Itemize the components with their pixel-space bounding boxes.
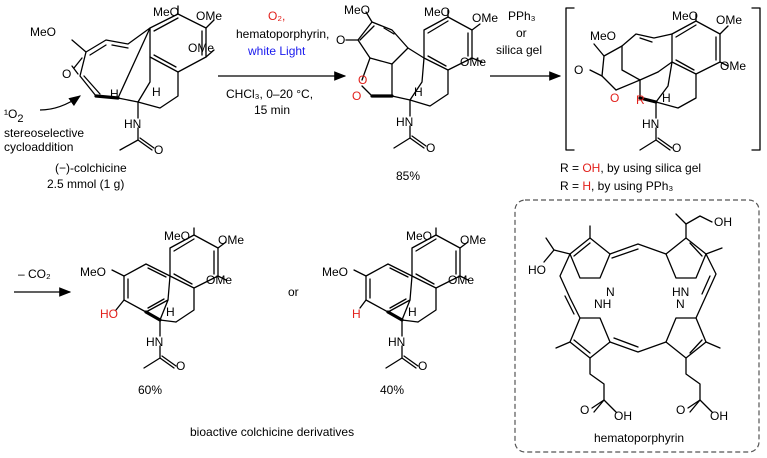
label: OMe bbox=[448, 273, 474, 287]
label: O bbox=[62, 67, 71, 81]
label: H bbox=[414, 85, 423, 99]
label: O bbox=[176, 359, 185, 373]
label: HN bbox=[124, 117, 141, 131]
reagent-o2: O₂, bbox=[268, 9, 285, 23]
label: MeO bbox=[80, 265, 106, 279]
product-h-structure bbox=[353, 227, 469, 369]
label: O bbox=[580, 403, 589, 417]
label: OH bbox=[714, 215, 732, 229]
label: MeO bbox=[590, 29, 616, 43]
label: OMe bbox=[460, 55, 486, 69]
label: O bbox=[574, 63, 583, 77]
bracket-left bbox=[565, 7, 575, 151]
condition-2: 15 min bbox=[254, 103, 290, 117]
label: O bbox=[336, 33, 345, 47]
label: OMe bbox=[720, 59, 746, 73]
reagent-light: white Light bbox=[247, 44, 306, 58]
label: H bbox=[662, 91, 671, 105]
label: MeO bbox=[322, 265, 348, 279]
label: OMe bbox=[460, 233, 486, 247]
label: O bbox=[426, 141, 435, 155]
bracket-right bbox=[751, 7, 761, 151]
label: H bbox=[166, 305, 175, 319]
colchicine-amount: 2.5 mmol (1 g) bbox=[47, 177, 124, 191]
label: HN bbox=[642, 117, 659, 131]
hematoporphyrin-name: hematoporphyrin bbox=[594, 431, 684, 445]
label: OMe bbox=[188, 41, 214, 55]
reagent-pph3: PPh₃ bbox=[508, 9, 536, 23]
note-line-2: cycloaddition bbox=[4, 140, 73, 154]
label: O bbox=[154, 143, 163, 157]
label: O bbox=[676, 403, 685, 417]
label: OH bbox=[710, 409, 728, 423]
label: MeO bbox=[344, 3, 370, 17]
or-text: or bbox=[288, 285, 299, 299]
label: O bbox=[672, 141, 681, 155]
hydrogen-label: H bbox=[352, 307, 361, 321]
note-line-1: stereoselective bbox=[4, 126, 84, 140]
label: MeO bbox=[672, 9, 698, 23]
product-oh-yield: 60% bbox=[138, 383, 162, 397]
product-h-yield: 40% bbox=[380, 383, 404, 397]
label: OMe bbox=[472, 11, 498, 25]
hematoporphyrin-box bbox=[514, 199, 760, 453]
lactone-o: O bbox=[610, 91, 619, 105]
label: HN bbox=[396, 115, 413, 129]
reagent-hematoporphyrin: hematoporphyrin, bbox=[236, 27, 329, 41]
endoperoxide-structure bbox=[345, 9, 483, 149]
lactone-structure bbox=[589, 13, 729, 151]
label: H bbox=[152, 85, 161, 99]
label: OH bbox=[614, 409, 632, 423]
label: OMe bbox=[196, 9, 222, 23]
hydroxyl-label: HO bbox=[100, 307, 118, 321]
label: HO bbox=[528, 263, 546, 277]
label: NH bbox=[594, 297, 611, 311]
colchicine-name: (−)-colchicine bbox=[55, 161, 127, 175]
condition-1: CHCl₃, 0–20 °C, bbox=[226, 87, 313, 101]
label: OMe bbox=[218, 233, 244, 247]
label: HN bbox=[146, 335, 163, 349]
peroxide-o: O bbox=[358, 73, 367, 87]
label: MeO bbox=[406, 229, 432, 243]
singlet-oxygen: ¹O2 bbox=[4, 107, 23, 125]
label: HN bbox=[672, 285, 689, 299]
reagent-or: or bbox=[516, 26, 527, 40]
reagent-co2: – CO₂ bbox=[18, 267, 51, 281]
r-oh-note: R = OH, by using silica gel bbox=[560, 161, 701, 175]
reagent-silica: silica gel bbox=[496, 43, 542, 57]
endoperoxide-yield: 85% bbox=[396, 169, 420, 183]
label: MeO bbox=[153, 5, 179, 19]
label: O bbox=[418, 359, 427, 373]
hematoporphyrin-structure bbox=[543, 213, 723, 413]
label: H bbox=[110, 87, 119, 101]
label: MeO bbox=[424, 5, 450, 19]
label: N bbox=[676, 297, 685, 311]
label: OMe bbox=[206, 273, 232, 287]
label: HN bbox=[388, 335, 405, 349]
label: MeO bbox=[30, 25, 56, 39]
colchicine-structure bbox=[39, 5, 215, 151]
label: OMe bbox=[716, 13, 742, 27]
label: N bbox=[606, 285, 615, 299]
peroxide-o: O bbox=[352, 89, 361, 103]
r-group: R bbox=[636, 93, 645, 107]
r-h-note: R = H, by using PPh₃ bbox=[560, 179, 673, 193]
label: MeO bbox=[164, 229, 190, 243]
product-oh-structure bbox=[111, 227, 227, 369]
label: H bbox=[408, 305, 417, 319]
caption: bioactive colchicine derivatives bbox=[190, 425, 354, 439]
